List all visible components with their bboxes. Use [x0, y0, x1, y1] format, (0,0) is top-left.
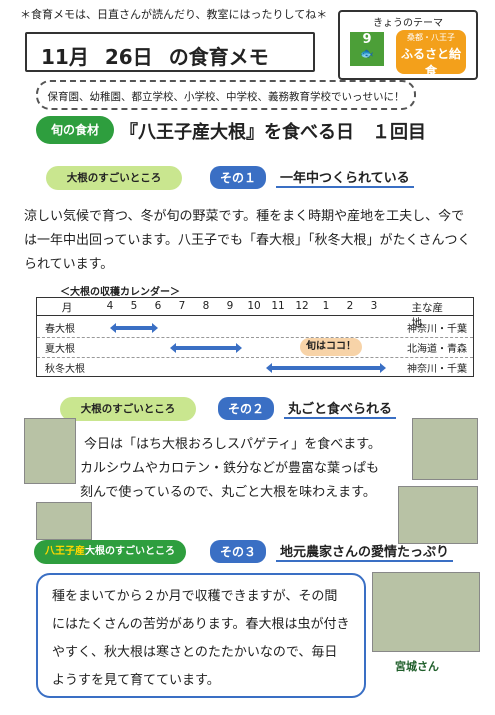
- section2-para2: カルシウムやカロテン・鉄分などが豊富な葉っぱも刻んで使っているので、丸ごと大根を…: [80, 461, 380, 500]
- region-header: 主な産地: [411, 302, 444, 329]
- theme-label: きょうのテーマ: [373, 18, 443, 29]
- section3-oval-brand: 八王子産: [45, 546, 85, 557]
- section3-oval-text: 大根のすごいところ: [85, 546, 175, 557]
- section1-sono: その１: [210, 166, 267, 189]
- month-label: 7: [178, 300, 186, 312]
- farmer-story: 種をまいてから２か月で収穫できますが、その間にはたくさんの苦労があります。春大根…: [36, 573, 366, 698]
- local-badge: 桑都・八王子 ふるさと給食: [396, 30, 466, 78]
- section3-title: 地元農家さんの愛情たっぷり: [276, 541, 454, 562]
- harvest-arrow: [266, 363, 386, 373]
- main-heading: 『八王子産大根』を食べる日 １回目: [120, 122, 426, 143]
- section2-oval: 大根のすごいところ: [60, 397, 196, 421]
- section3-header: その３ 地元農家さんの愛情たっぷり: [210, 540, 454, 563]
- section1-paragraph: 涼しい気候で育つ、冬が旬の野菜です。種をまく時期や産地を工夫し、今では一年中出回…: [24, 209, 471, 272]
- farmer-name: 宮城さん: [395, 660, 439, 673]
- month-label: 5: [130, 300, 138, 312]
- local-badge-top: 桑都・八王子: [407, 33, 455, 42]
- section1-title: 一年中つくられている: [276, 167, 414, 188]
- row-name: 夏大根: [45, 344, 75, 355]
- month-label: 3: [370, 300, 378, 312]
- sdg-badge: 9 🐟: [350, 32, 384, 66]
- calendar-row-summer: 夏大根 北海道・青森: [37, 338, 473, 358]
- row-name: 春大根: [45, 324, 75, 335]
- harvest-arrow: [170, 343, 242, 353]
- section2-title: 丸ごと食べられる: [284, 398, 397, 419]
- month-label: 2: [346, 300, 354, 312]
- month-label: 8: [202, 300, 210, 312]
- section1-header: その１ 一年中つくられている: [210, 166, 414, 189]
- title-suffix: の食育メモ: [168, 45, 269, 69]
- calendar-row-spring: 春大根 神奈川・千葉: [37, 318, 473, 338]
- harvest-calendar: 月 4 5 6 7 8 9 10 11 12 1 2 3 主な産地 春大根 神奈…: [36, 297, 474, 377]
- theme-box: きょうのテーマ 9 🐟 桑都・八王子 ふるさと給食: [338, 10, 478, 80]
- sdg-number: 9: [362, 32, 372, 47]
- calendar-header: 月 4 5 6 7 8 9 10 11 12 1 2 3 主な産地: [37, 298, 473, 329]
- calendar-row-autumn-winter: 秋冬大根 神奈川・千葉: [37, 358, 473, 378]
- farmer-photo: [36, 502, 92, 540]
- fish-icon: 🐟: [360, 47, 374, 60]
- month-label: 4: [106, 300, 114, 312]
- title-box: 11月 26日の食育メモ: [25, 32, 315, 72]
- radish-photo: [412, 418, 478, 480]
- month-label: 1: [322, 300, 330, 312]
- section2-sono: その２: [218, 397, 275, 420]
- page-title: 11月 26日の食育メモ: [41, 41, 285, 70]
- radish-illustration: [24, 418, 76, 484]
- month-label: 12: [295, 300, 309, 312]
- local-badge-main: ふるさと給食: [400, 47, 461, 78]
- calendar-label: ＜大根の収穫カレンダー＞: [60, 287, 180, 298]
- month-label: 10: [247, 300, 261, 312]
- row-region: 北海道・青森: [407, 344, 467, 355]
- section3-sono: その３: [210, 540, 267, 563]
- section1-oval: 大根のすごいところ: [46, 166, 182, 190]
- peak-label: 旬はココ！: [300, 338, 362, 356]
- chopped-leaves-photo: [398, 486, 478, 544]
- school-line: 保育園、幼稚園、都立学校、小学校、中学校、義務教育学校でいっせいに！: [36, 80, 416, 110]
- season-badge: 旬の食材: [36, 116, 114, 144]
- month-label: 9: [226, 300, 234, 312]
- month-label: 6: [154, 300, 162, 312]
- row-name: 秋冬大根: [45, 364, 85, 375]
- section2-header: その２ 丸ごと食べられる: [218, 397, 397, 420]
- month-header: 月: [61, 302, 73, 314]
- row-region: 神奈川・千葉: [407, 324, 467, 335]
- top-note: ＊食育メモは、日直さんが読んだり、教室にはったりしてね＊: [20, 8, 328, 21]
- section2-para1: 今日は「はち大根おろしスパゲティ」を食べます。: [84, 437, 381, 452]
- harvest-arrow: [110, 323, 158, 333]
- title-day: 26日: [104, 45, 153, 69]
- field-photo: [372, 572, 480, 652]
- row-region: 神奈川・千葉: [407, 364, 467, 375]
- month-label: 11: [271, 300, 285, 312]
- title-month: 11月: [41, 45, 89, 69]
- section3-oval: 八王子産大根のすごいところ: [34, 540, 186, 564]
